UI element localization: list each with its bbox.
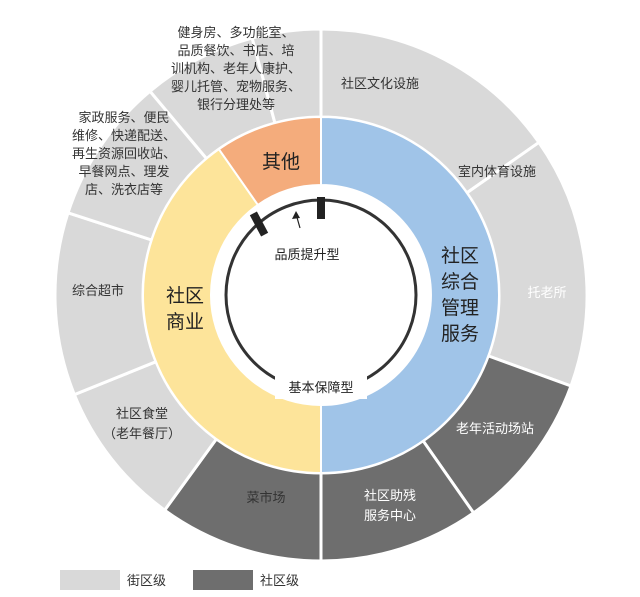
arc-marker-right — [317, 197, 325, 219]
outer-label-group-other-services: 健身房、多功能室、品质餐饮、书店、培训机构、老年人康护、婴儿托管、宠物服务、银行… — [171, 25, 301, 113]
outer-label-disability-line: 社区助残 — [364, 488, 416, 504]
outer-label-group-canteen: 社区食堂 （老年餐厅） — [103, 406, 181, 442]
outer-label-other-services-line: 健身房、多功能室、 — [177, 25, 294, 41]
outer-label-group-market: 菜市场 — [246, 490, 285, 506]
legend-swatch-street — [60, 570, 120, 590]
outer-label-elderly-care-line: 托老所 — [527, 286, 566, 301]
outer-label-group-home-services: 家政服务、便民维修、快递配送、再生资源回收站、早餐网点、理发店、洗衣店等 — [72, 110, 176, 198]
outer-label-indoor-sports: 室内体育设施 — [458, 164, 536, 180]
arc-pointer-head — [292, 211, 300, 219]
inner-label-other: 其他 — [262, 151, 300, 173]
outer-label-home-services-line: 店、洗衣店等 — [85, 182, 163, 198]
legend-label-community: 社区级 — [260, 573, 299, 589]
inner-label-community-services-line: 社区 — [441, 245, 479, 267]
outer-label-canteen-line: （老年餐厅） — [103, 426, 181, 442]
outer-label-disability-line: 服务中心 — [364, 508, 416, 524]
inner-label-other-line: 其他 — [262, 151, 300, 173]
outer-label-other-services: 健身房、多功能室、品质餐饮、书店、培训机构、老年人康护、婴儿托管、宠物服务、银行… — [171, 25, 301, 113]
outer-label-disability: 社区助残服务中心 — [364, 488, 416, 524]
inner-label-community-services-line: 综合 — [441, 271, 479, 293]
inner-sector-commercial — [142, 147, 322, 475]
basic-type-label: 基本保障型 — [288, 381, 353, 396]
inner-label-commercial-line: 社区 — [166, 285, 204, 307]
legend-swatch-community — [193, 570, 253, 590]
outer-label-supermarket-line: 综合超市 — [72, 283, 124, 299]
outer-label-group-indoor-sports: 室内体育设施 — [458, 164, 536, 180]
basic-label-bg — [275, 375, 367, 399]
outer-label-elderly-care: 托老所 — [527, 286, 566, 301]
outer-label-home-services-line: 维修、快递配送、 — [72, 129, 176, 144]
outer-label-other-services-line: 银行分理处等 — [197, 97, 275, 113]
level-arc — [224, 198, 418, 392]
inner-sector-community-services — [320, 115, 500, 475]
inner-label-commercial-line: 商业 — [166, 311, 204, 333]
inner-ring — [142, 115, 500, 475]
outer-label-market: 菜市场 — [246, 490, 285, 506]
outer-label-indoor-sports-line: 室内体育设施 — [458, 164, 536, 180]
inner-label-community-services-line: 服务 — [441, 323, 479, 345]
outer-label-group-supermarket: 综合超市 — [72, 283, 124, 299]
outer-label-other-services-line: 训机构、老年人康护、 — [171, 61, 301, 77]
outer-sector-canteen — [53, 210, 158, 397]
outer-label-supermarket: 综合超市 — [72, 283, 124, 299]
legend-label-street: 街区级 — [127, 574, 166, 589]
outer-label-market-line: 菜市场 — [246, 490, 285, 506]
outer-label-elderly-center: 老年活动场站 — [456, 422, 534, 437]
outer-label-other-services-line: 婴儿托管、宠物服务、 — [171, 79, 301, 95]
outer-label-culture-line: 社区文化设施 — [341, 76, 419, 92]
outer-label-canteen: 社区食堂 （老年餐厅） — [103, 406, 181, 442]
outer-label-other-services-line: 品质餐饮、书店、培 — [177, 43, 294, 59]
outer-label-canteen-line: 社区食堂 — [116, 406, 168, 422]
quality-label-bg — [265, 244, 349, 264]
inner-sector-other — [217, 115, 322, 207]
outer-label-group-elderly-center: 老年活动场站 — [456, 422, 534, 437]
arc-marker-left — [249, 211, 269, 237]
outer-label-group-disability: 社区助残服务中心 — [364, 488, 416, 524]
outer-label-group-culture: 社区文化设施 — [341, 76, 419, 92]
outer-label-home-services-line: 家政服务、便民 — [78, 110, 169, 126]
outer-label-culture: 社区文化设施 — [341, 76, 419, 92]
outer-label-elderly-center-line: 老年活动场站 — [456, 422, 534, 437]
quality-type-label: 品质提升型 — [274, 247, 339, 263]
outer-label-home-services-line: 早餐网点、理发 — [78, 164, 169, 180]
inner-label-commercial: 社区商业 — [166, 285, 204, 333]
outer-label-home-services: 家政服务、便民维修、快递配送、再生资源回收站、早餐网点、理发店、洗衣店等 — [72, 110, 176, 198]
outer-label-group-elderly-care: 托老所 — [527, 286, 566, 301]
inner-label-community-services: 社区综合管理服务 — [441, 245, 479, 345]
outer-label-home-services-line: 再生资源回收站、 — [72, 147, 176, 162]
outer-ring — [53, 27, 589, 563]
inner-label-community-services-line: 管理 — [441, 297, 479, 319]
